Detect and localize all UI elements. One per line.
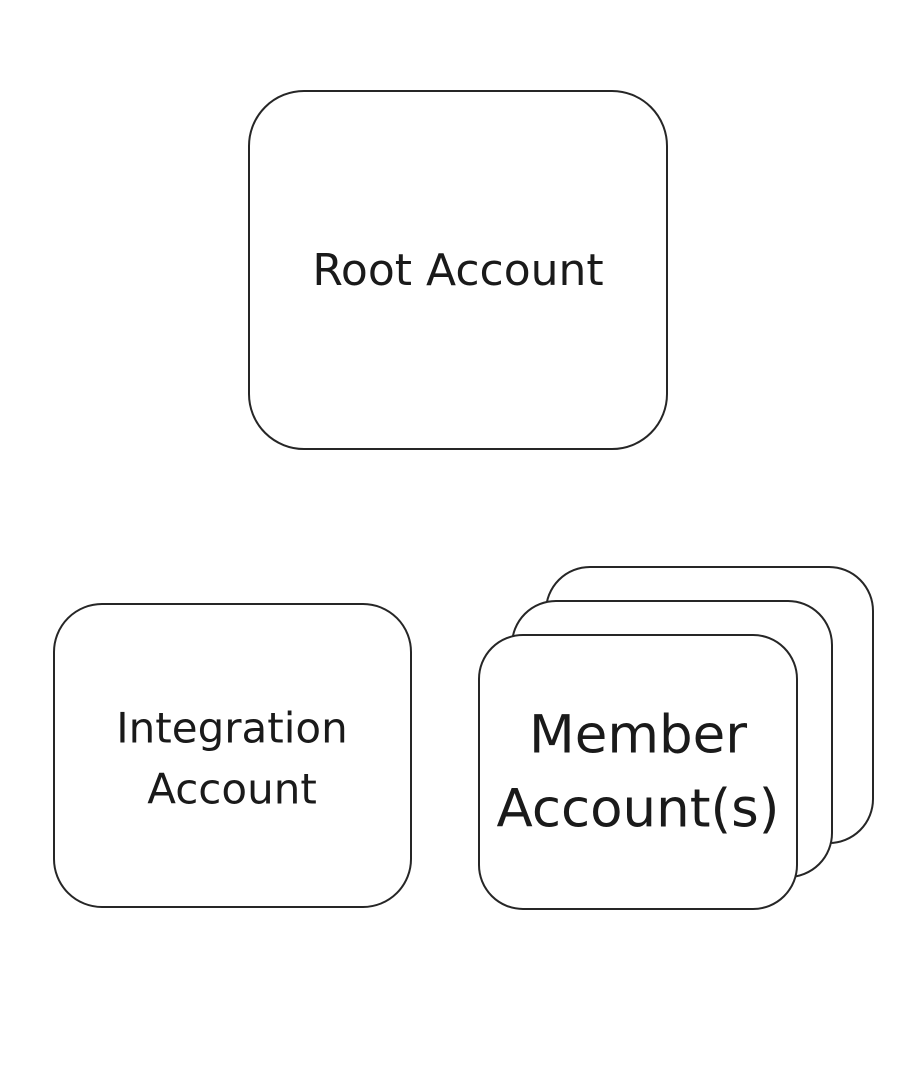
integration-account-label-line2: Account <box>147 765 317 814</box>
node-integration-account[interactable]: Integration Account <box>54 604 411 907</box>
integration-account-box[interactable] <box>54 604 411 907</box>
node-member-accounts[interactable]: Member Account(s) <box>479 567 873 909</box>
root-account-label: Root Account <box>312 245 603 296</box>
node-root-account[interactable]: Root Account <box>249 91 667 449</box>
member-accounts-label-line1: Member <box>529 705 747 766</box>
member-accounts-label-line2: Account(s) <box>497 779 780 840</box>
integration-account-label-line1: Integration <box>116 704 347 753</box>
member-accounts-box-front[interactable] <box>479 635 797 909</box>
root-account-box[interactable] <box>249 91 667 449</box>
